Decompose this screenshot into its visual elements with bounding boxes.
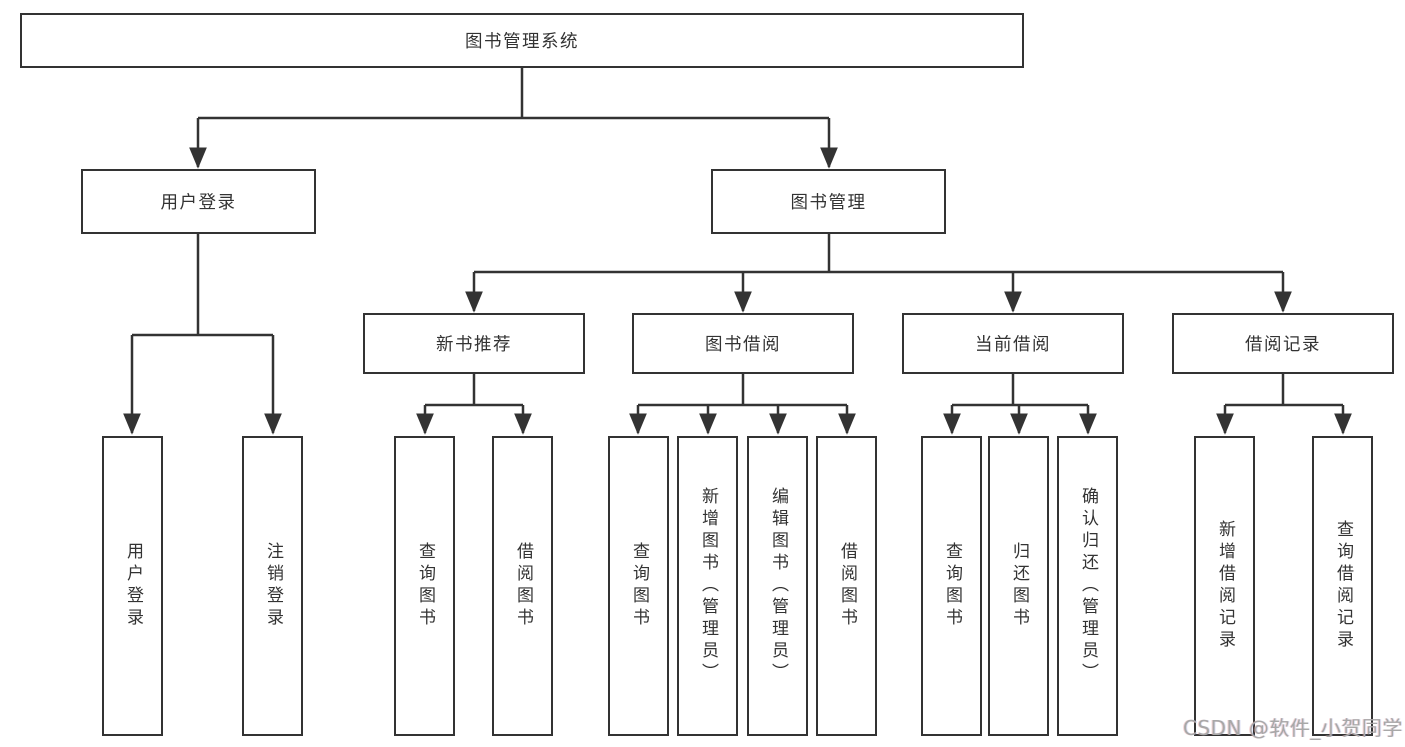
connector-arrows <box>123 118 1352 435</box>
leaf-newbook-query-books: 查询图书 <box>394 436 455 736</box>
leaf-newbook-query-books-label: 查询图书 <box>415 542 435 630</box>
node-book-borrow: 图书借阅 <box>632 313 854 374</box>
connector-elbows <box>132 68 1343 407</box>
node-new-book-recommend: 新书推荐 <box>363 313 585 374</box>
node-root-label: 图书管理系统 <box>465 32 579 52</box>
leaf-current-query-books-label: 查询图书 <box>942 542 962 630</box>
leaf-logout: 注销登录 <box>242 436 303 736</box>
leaf-user-login: 用户登录 <box>102 436 163 736</box>
leaf-logout-label: 注销登录 <box>263 542 283 630</box>
leaf-borrow-add-books-admin-label: 新增图书（管理员） <box>698 487 718 685</box>
node-book-management: 图书管理 <box>711 169 946 234</box>
node-book-management-label: 图书管理 <box>790 193 867 213</box>
node-user-login-label: 用户登录 <box>160 193 237 213</box>
leaf-current-confirm-return-admin: 确认归还（管理员） <box>1057 436 1118 736</box>
leaf-borrow-edit-books-admin-label: 编辑图书（管理员） <box>768 487 788 685</box>
node-current-borrow-label: 当前借阅 <box>975 335 1051 355</box>
leaf-records-query-record-label: 查询借阅记录 <box>1333 520 1353 652</box>
node-book-borrow-label: 图书借阅 <box>705 335 781 355</box>
leaf-current-return-books: 归还图书 <box>988 436 1049 736</box>
node-root: 图书管理系统 <box>20 13 1024 68</box>
leaf-borrow-edit-books-admin: 编辑图书（管理员） <box>747 436 808 736</box>
leaf-borrow-borrow-books-label: 借阅图书 <box>837 542 857 630</box>
leaf-current-confirm-return-admin-label: 确认归还（管理员） <box>1078 487 1098 685</box>
leaf-borrow-query-books: 查询图书 <box>608 436 669 736</box>
node-user-login: 用户登录 <box>81 169 316 234</box>
leaf-newbook-borrow-books-label: 借阅图书 <box>513 542 533 630</box>
leaf-records-add-record: 新增借阅记录 <box>1194 436 1255 736</box>
leaf-current-return-books-label: 归还图书 <box>1009 542 1029 630</box>
node-borrow-records: 借阅记录 <box>1172 313 1394 374</box>
node-borrow-records-label: 借阅记录 <box>1245 335 1321 355</box>
node-current-borrow: 当前借阅 <box>902 313 1124 374</box>
leaf-newbook-borrow-books: 借阅图书 <box>492 436 553 736</box>
leaf-borrow-query-books-label: 查询图书 <box>629 542 649 630</box>
leaf-borrow-add-books-admin: 新增图书（管理员） <box>677 436 738 736</box>
csdn-watermark: CSDN @软件_小贺同学 <box>1183 716 1403 740</box>
leaf-records-add-record-label: 新增借阅记录 <box>1215 520 1235 652</box>
leaf-borrow-borrow-books: 借阅图书 <box>816 436 877 736</box>
leaf-user-login-label: 用户登录 <box>123 542 143 630</box>
leaf-records-query-record: 查询借阅记录 <box>1312 436 1373 736</box>
node-new-book-recommend-label: 新书推荐 <box>436 335 512 355</box>
leaf-current-query-books: 查询图书 <box>921 436 982 736</box>
